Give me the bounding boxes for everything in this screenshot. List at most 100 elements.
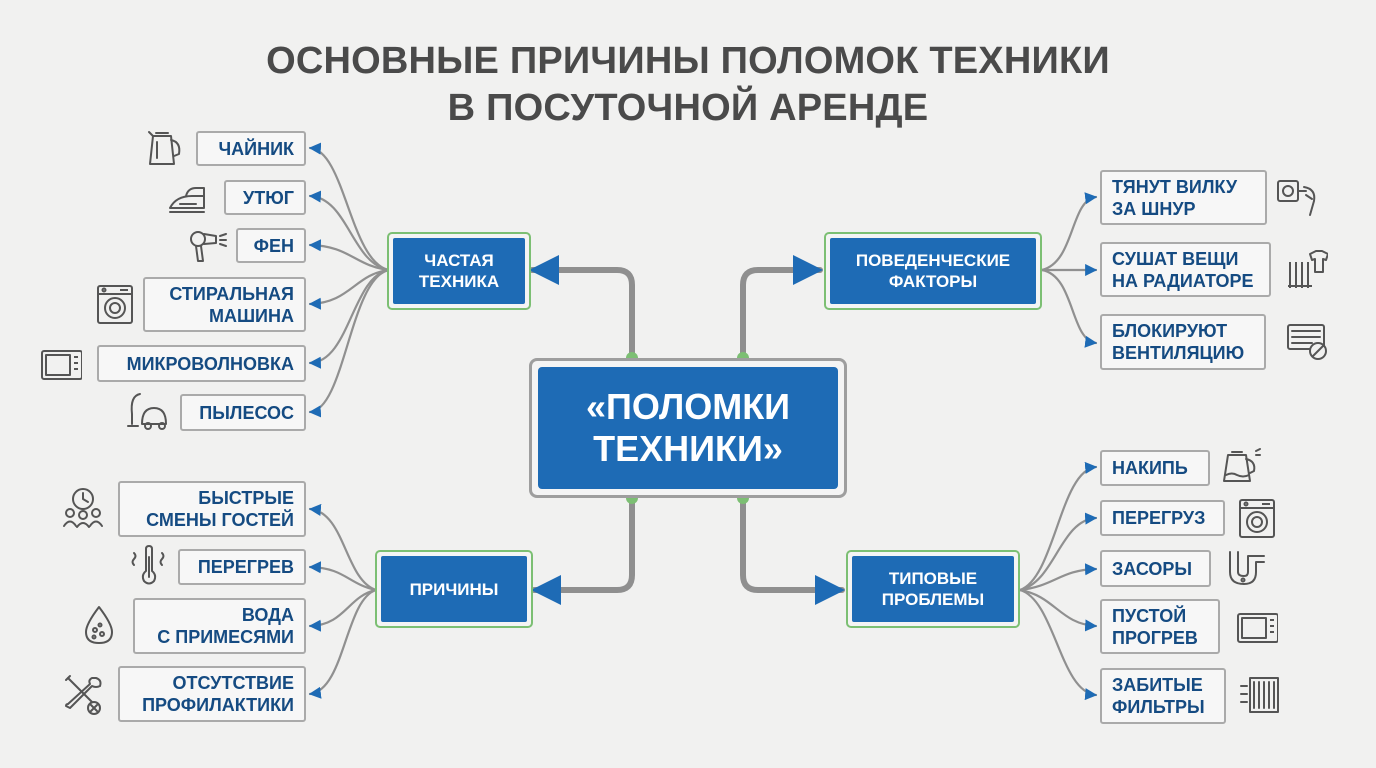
central-node-line-1: «ПОЛОМКИ (585, 386, 791, 427)
leaf-label: ЗАБИТЫЕ (1112, 675, 1203, 695)
branch-peregruz (1018, 512, 1098, 592)
branch-mikrovolnovka (308, 268, 391, 369)
leaf-no-maintenance: ОТСУТСТВИЕ ПРОФИЛАКТИКИ (118, 666, 306, 722)
branch-chainik (308, 142, 391, 272)
leaf-label: БЛОКИРУЮТ (1112, 321, 1228, 341)
microwave-icon (40, 343, 82, 385)
leaf-washing-machine: СТИРАЛЬНАЯ МАШИНА (143, 277, 306, 332)
branch-tyanut (1040, 192, 1098, 272)
leaf-label: ОТСУТСТВИЕ (172, 673, 294, 693)
leaf-pull-plug: ТЯНУТ ВИЛКУ ЗА ШНУР (1100, 170, 1267, 225)
branch-voda (308, 588, 378, 632)
branch-bystrye (308, 503, 378, 592)
leaf-dry-on-radiator: СУШАТ ВЕЩИ НА РАДИАТОРЕ (1100, 242, 1271, 297)
branch-fen (308, 239, 391, 272)
leaf-clogged-filters: ЗАБИТЫЕ ФИЛЬТРЫ (1100, 668, 1226, 724)
leaf-label: БЫСТРЫЕ (198, 488, 294, 508)
central-node: «ПОЛОМКИ ТЕХНИКИ» (529, 358, 847, 498)
leaf-label: ПУСТОЙ (1112, 605, 1187, 626)
radiator-clothes-icon (1286, 248, 1328, 290)
leaf-label: С ПРИМЕСЯМИ (157, 627, 294, 647)
leaf-limescale: НАКИПЬ (1100, 450, 1210, 486)
category-label: ЧАСТАЯ (424, 251, 494, 270)
blocked-vent-icon (1286, 321, 1328, 363)
kettle-icon (143, 126, 185, 168)
branch-peregrev (308, 561, 378, 592)
branch-filtry (1018, 588, 1098, 701)
leaf-clogs: ЗАСОРЫ (1100, 550, 1211, 587)
branch-pustoy (1018, 588, 1098, 632)
vacuum-cleaner-icon (126, 390, 168, 432)
leaf-label: ПРОФИЛАКТИКИ (142, 695, 294, 715)
kettle-scale-icon (1220, 445, 1262, 487)
category-label: ПРОБЛЕМЫ (881, 590, 985, 609)
hair-dryer-icon (186, 225, 228, 267)
leaf-microwave: МИКРОВОЛНОВКА (97, 345, 306, 382)
category-label: ПРИЧИНЫ (409, 579, 499, 599)
leaf-label: ПРОГРЕВ (1112, 627, 1198, 648)
title-line-1: ОСНОВНЫЕ ПРИЧИНЫ ПОЛОМОК ТЕХНИКИ (266, 40, 1110, 82)
leaf-overload: ПЕРЕГРУЗ (1100, 500, 1225, 536)
leaf-fast-guest-turnover: БЫСТРЫЕ СМЕНЫ ГОСТЕЙ (118, 481, 306, 537)
leaf-overheating: ПЕРЕГРЕВ (178, 549, 306, 585)
connector-center-typical (740, 495, 845, 605)
branch-zasory (1018, 563, 1098, 592)
category-label: ПОВЕДЕНЧЕСКИЕ (855, 251, 1011, 270)
leaf-vacuum: ПЫЛЕСОС (180, 394, 306, 431)
leaf-block-ventilation: БЛОКИРУЮТ ВЕНТИЛЯЦИЮ (1100, 314, 1266, 370)
leaf-label: ПЕРЕГРУЗ (1112, 508, 1206, 528)
category-label: ТЕХНИКА (418, 272, 500, 291)
leaf-label: МИКРОВОЛНОВКА (126, 353, 294, 374)
category-typical-problems: ТИПОВЫЕ ПРОБЛЕМЫ (846, 550, 1020, 628)
tools-off-icon (62, 674, 104, 716)
category-frequent-equipment: ЧАСТАЯ ТЕХНИКА (387, 232, 531, 310)
leaf-kettle: ЧАЙНИК (196, 131, 306, 166)
leaf-label: СТИРАЛЬНАЯ (169, 283, 294, 304)
iron-icon (166, 178, 208, 220)
leaf-empty-heating: ПУСТОЙ ПРОГРЕВ (1100, 599, 1220, 654)
leaf-label: ТЯНУТ ВИЛКУ (1112, 176, 1238, 197)
leaf-label: НА РАДИАТОРЕ (1112, 270, 1254, 291)
leaf-label: ЧАЙНИК (218, 138, 294, 159)
leaf-label: МАШИНА (208, 305, 294, 326)
central-node-line-2: ТЕХНИКИ» (593, 428, 783, 469)
leaf-label: ФИЛЬТРЫ (1112, 697, 1205, 717)
plug-pull-icon (1276, 177, 1318, 219)
water-drop-icon (78, 604, 120, 646)
washing-machine-icon (1236, 497, 1278, 539)
connector-center-causes (531, 495, 635, 605)
connector-center-frequent (529, 255, 635, 361)
leaf-label: ЗАСОРЫ (1112, 558, 1193, 579)
leaf-label: НАКИПЬ (1112, 458, 1188, 478)
leaf-label: СУШАТ ВЕЩИ (1112, 248, 1239, 269)
leaf-label: УТЮГ (243, 187, 294, 208)
leaf-iron: УТЮГ (224, 180, 306, 215)
category-behavioral-factors: ПОВЕДЕНЧЕСКИЕ ФАКТОРЫ (824, 232, 1042, 310)
category-causes: ПРИЧИНЫ (375, 550, 533, 628)
filter-icon (1240, 674, 1282, 716)
leaf-label: ПЫЛЕСОС (199, 402, 294, 423)
leaf-label: ВОДА (241, 605, 294, 625)
pipe-icon (1224, 548, 1266, 590)
category-label: ФАКТОРЫ (888, 272, 978, 291)
leaf-label: СМЕНЫ ГОСТЕЙ (146, 510, 294, 530)
branch-profilaktika (308, 588, 378, 699)
leaf-label: ВЕНТИЛЯЦИЮ (1112, 343, 1245, 363)
thermometer-icon (128, 545, 170, 587)
microwave-icon (1236, 606, 1278, 648)
category-label: ТИПОВЫЕ (888, 569, 978, 588)
leaf-water-impurities: ВОДА С ПРИМЕСЯМИ (133, 598, 306, 654)
leaf-hair-dryer: ФЕН (236, 228, 306, 263)
washing-machine-icon (94, 283, 136, 325)
page-title: ОСНОВНЫЕ ПРИЧИНЫ ПОЛОМОК ТЕХНИКИ В ПОСУТ… (0, 38, 1376, 132)
guests-clock-icon (62, 486, 104, 528)
leaf-label: ФЕН (253, 235, 294, 256)
branch-nakip (1018, 461, 1098, 592)
leaf-label: ПЕРЕГРЕВ (197, 557, 294, 577)
branch-blokiruyut (1040, 268, 1098, 348)
branch-stiralnaya (308, 268, 391, 310)
leaf-label: ЗА ШНУР (1112, 198, 1196, 219)
branch-utyug (308, 190, 391, 272)
branch-pylesos (308, 268, 391, 418)
connector-center-behavioral (740, 255, 823, 361)
